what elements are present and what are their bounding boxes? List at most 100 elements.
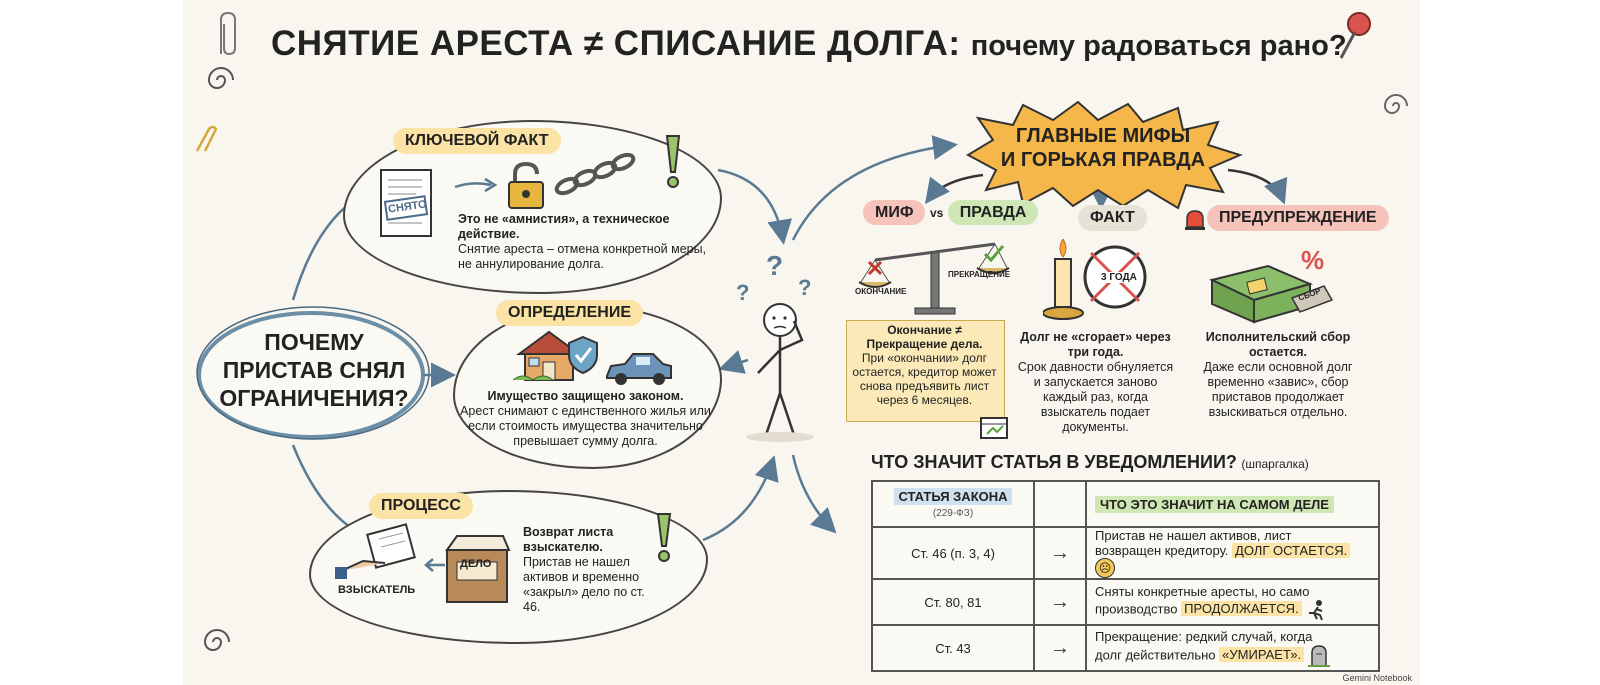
col-article-sub: (229-ФЗ) bbox=[932, 508, 974, 519]
claimant-label: ВЗЫСКАТЕЛЬ bbox=[338, 584, 416, 596]
myths-banner-line2: И ГОРЬКАЯ ПРАВДА bbox=[1000, 149, 1206, 171]
cheatsheet-header-row: СТАТЬЯ ЗАКОНА (229-ФЗ) ЧТО ЭТО ЗНАЧИТ НА… bbox=[871, 480, 1380, 528]
myth-truth-tag: МИФ vs ПРАВДА bbox=[863, 200, 1039, 225]
cheatsheet-note: (шпаргалка) bbox=[1241, 457, 1309, 471]
fact-tag: ФАКТ bbox=[1078, 205, 1147, 231]
myths-banner: ГЛАВНЫЕ МИФЫ И ГОРЬКАЯ ПРАВДА bbox=[993, 124, 1213, 172]
table-row: Ст. 43 → Прекращение: редкий случай, ког… bbox=[871, 624, 1380, 672]
balance-scale-icon bbox=[858, 242, 1010, 315]
folder-box-icon bbox=[445, 535, 511, 603]
myths-banner-line1: ГЛАВНЫЕ МИФЫ bbox=[1015, 125, 1191, 147]
definition-tag: ОПРЕДЕЛЕНИЕ bbox=[496, 300, 643, 326]
warning-text: Исполнительский сбор остается. Даже если… bbox=[1188, 330, 1368, 420]
process-tag: ПРОЦЕСС bbox=[369, 493, 473, 519]
table-row: Ст. 46 (п. 3, 4) → Пристав не нашел акти… bbox=[871, 526, 1380, 580]
myth-truth-note bbox=[846, 320, 1005, 422]
definition-bold: Имущество защищено законом. bbox=[487, 389, 684, 403]
myths-burst bbox=[965, 100, 1243, 210]
meaning-line2: возвращен кредитору. bbox=[1095, 543, 1229, 558]
pushpin-icon bbox=[1339, 12, 1371, 59]
vs-label: vs bbox=[929, 206, 944, 220]
process-bold: Возврат листа взыскателю. bbox=[523, 525, 614, 554]
central-question: ПОЧЕМУ ПРИСТАВ СНЯЛ ОГРАНИЧЕНИЯ? bbox=[219, 328, 409, 412]
fact-text: Долг не «сгорает» через три года. Срок д… bbox=[1013, 330, 1178, 435]
cheatsheet-title: ЧТО ЗНАЧИТ СТАТЬЯ В УВЕДОМЛЕНИИ? bbox=[871, 452, 1237, 472]
shield-check-icon bbox=[568, 335, 598, 375]
tombstone-icon bbox=[1307, 644, 1330, 667]
paperclip-icon bbox=[220, 11, 236, 56]
fact-body: Срок давности обнуляется и запускается з… bbox=[1017, 360, 1174, 434]
scale-right-label: ПРЕКРАЩЕНИЕ bbox=[948, 270, 1011, 279]
article-cell: Ст. 80, 81 bbox=[871, 578, 1035, 626]
alarm-light-icon bbox=[1185, 210, 1205, 230]
swirl-icon bbox=[1383, 94, 1408, 114]
myth-truth-bold: Окончание ≠ Прекращение дела. bbox=[866, 323, 983, 351]
key-fact-bold: Это не «амнистия», а техническое действи… bbox=[458, 212, 670, 241]
myth-truth-text: Окончание ≠ Прекращение дела. При «оконч… bbox=[848, 323, 1001, 407]
meaning-line1: Прекращение: редкий случай, когда bbox=[1095, 628, 1313, 644]
sad-face-icon: ☹ bbox=[1095, 558, 1115, 578]
meaning-cell: Прекращение: редкий случай, когда долг д… bbox=[1085, 624, 1380, 672]
truth-tag: ПРАВДА bbox=[947, 200, 1039, 225]
article-cell: Ст. 46 (п. 3, 4) bbox=[871, 526, 1035, 580]
meaning-highlight: ПРОДОЛЖАЕТСЯ. bbox=[1181, 600, 1302, 616]
myth-truth-body: При «окончании» долг остается, кредитор … bbox=[852, 351, 997, 407]
meaning-cell: Сняты конкретные аресты, но само произво… bbox=[1085, 578, 1380, 626]
cheatsheet-heading: ЧТО ЗНАЧИТ СТАТЬЯ В УВЕДОМЛЕНИИ? (шпарга… bbox=[871, 452, 1309, 473]
arrow-right-icon: → bbox=[1033, 578, 1087, 626]
definition-body: Арест снимают с единственного жилья или … bbox=[460, 404, 711, 448]
clock-label: 3 ГОДА bbox=[1099, 272, 1139, 283]
central-question-line2: ПРИСТАВ СНЯЛ bbox=[222, 357, 406, 383]
meaning-highlight: ДОЛГ ОСТАЕТСЯ. bbox=[1232, 543, 1351, 558]
meaning-line2: долг действительно bbox=[1095, 646, 1216, 662]
arrow-right-icon: → bbox=[1033, 624, 1087, 672]
table-row: Ст. 80, 81 → Сняты конкретные аресты, но… bbox=[871, 578, 1380, 626]
key-fact-text: Это не «амнистия», а техническое действи… bbox=[458, 212, 708, 272]
process-text: Возврат листа взыскателю. Пристав не наш… bbox=[523, 525, 653, 615]
document-icon bbox=[380, 169, 432, 237]
warning-tag: ПРЕДУПРЕЖДЕНИЕ bbox=[1207, 205, 1389, 231]
scale-left-label: ОКОНЧАНИЕ bbox=[855, 287, 907, 296]
footer-logo: Gemini Notebook bbox=[1342, 673, 1412, 683]
title-sub: почему радоваться рано? bbox=[970, 30, 1347, 62]
definition-text: Имущество защищено законом. Арест снимаю… bbox=[453, 389, 718, 449]
warning-body: Даже если основной долг временно «завис»… bbox=[1203, 360, 1353, 419]
warning-bold: Исполнительский сбор остается. bbox=[1205, 330, 1351, 359]
car-icon bbox=[606, 353, 672, 385]
myth-tag: МИФ bbox=[863, 200, 926, 225]
central-question-line3: ОГРАНИЧЕНИЯ? bbox=[219, 385, 409, 411]
exclamation-icon bbox=[665, 135, 681, 188]
folder-label: ДЕЛО bbox=[460, 558, 492, 570]
fact-bold: Долг не «сгорает» через три года. bbox=[1020, 330, 1171, 359]
meaning-highlight: «УМИРАЕТ». bbox=[1219, 646, 1305, 662]
house-icon bbox=[513, 330, 583, 381]
page-title: СНЯТИЕ АРЕСТА ≠ СПИСАНИЕ ДОЛГА: почему р… bbox=[271, 24, 1347, 64]
svg-text:?: ? bbox=[798, 275, 811, 300]
col-meaning-title: ЧТО ЭТО ЗНАЧИТ НА САМОМ ДЕЛЕ bbox=[1095, 495, 1334, 513]
key-fact-body: Снятие ареста – отмена конкретной меры, … bbox=[458, 242, 707, 271]
exclamation-icon bbox=[656, 513, 672, 562]
title-main: СНЯТИЕ АРЕСТА ≠ СПИСАНИЕ ДОЛГА: bbox=[271, 24, 961, 63]
article-cell: Ст. 43 bbox=[871, 624, 1035, 672]
infographic-paper: СНЯТИЕ АРЕСТА ≠ СПИСАНИЕ ДОЛГА: почему р… bbox=[183, 0, 1420, 685]
col-meaning-header: ЧТО ЭТО ЗНАЧИТ НА САМОМ ДЕЛЕ bbox=[1085, 480, 1380, 528]
paperclip-icon bbox=[195, 125, 218, 152]
open-padlock-icon bbox=[508, 161, 544, 209]
col-article-title: СТАТЬЯ ЗАКОНА bbox=[894, 488, 1012, 505]
money-stack-icon bbox=[1209, 264, 1334, 324]
svg-text:?: ? bbox=[736, 280, 749, 305]
swirl-icon bbox=[207, 67, 234, 89]
chain-icon bbox=[554, 152, 636, 196]
arrow-right-icon: → bbox=[1033, 526, 1087, 580]
hand-document-icon bbox=[335, 523, 416, 579]
meaning-cell: Пристав не нашел активов, лист возвращен… bbox=[1085, 526, 1380, 580]
meaning-line1: Пристав не нашел активов, лист bbox=[1095, 528, 1292, 543]
central-question-line1: ПОЧЕМУ bbox=[264, 329, 364, 355]
percent-sign: % bbox=[1301, 245, 1325, 275]
key-fact-tag: КЛЮЧЕВОЙ ФАКТ bbox=[393, 128, 561, 154]
running-man-icon bbox=[1309, 599, 1324, 620]
svg-text:?: ? bbox=[766, 250, 783, 281]
arrow-right-icon bbox=[454, 177, 498, 193]
definition-cloud bbox=[453, 305, 722, 469]
cheatsheet-table: СТАТЬЯ ЗАКОНА (229-ФЗ) ЧТО ЭТО ЗНАЧИТ НА… bbox=[871, 480, 1380, 672]
